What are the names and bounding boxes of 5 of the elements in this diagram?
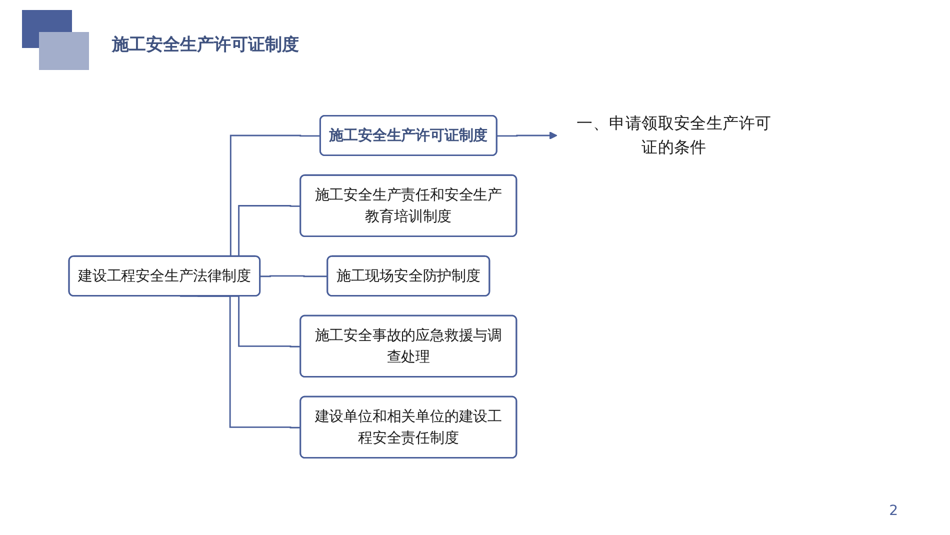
slide-title: 施工安全生产许可证制度: [112, 34, 299, 56]
connector: [260, 275, 328, 278]
page-number: 2: [889, 503, 898, 519]
arrow: [497, 132, 558, 140]
node-text: 一、申请领取安全生产许可证的条件: [576, 114, 772, 158]
